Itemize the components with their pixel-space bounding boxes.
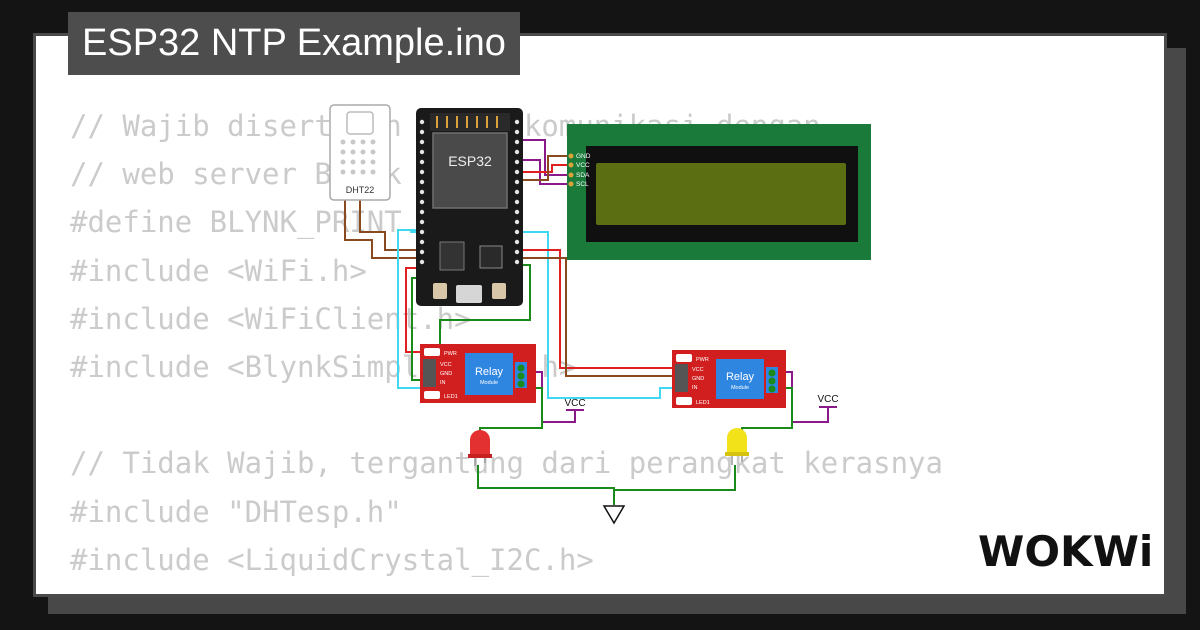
wire-led2-gnd	[614, 465, 736, 491]
led-red[interactable]	[468, 430, 492, 466]
wire-led1-gnd	[477, 465, 615, 505]
relay-module-1[interactable]: PWR LED1 VCC GND IN Relay Module	[420, 344, 536, 403]
code-line: // Tidak Wajib, tergantung dari perangka…	[70, 446, 943, 481]
project-title: ESP32 NTP Example.ino	[68, 12, 520, 75]
lcd-pin-sda: SDA	[576, 172, 590, 179]
vcc-symbol-2: VCC	[817, 394, 839, 422]
relay1-label: Relay	[475, 366, 504, 378]
relay1-pwr-label: PWR	[444, 351, 457, 357]
relay2-pin-vcc: VCC	[692, 367, 704, 373]
wire-lcd-vcc	[522, 164, 570, 173]
relay2-pwr-label: PWR	[696, 357, 709, 363]
vcc-label: VCC	[817, 394, 838, 405]
code-line: #include <LiquidCrystal_I2C.h>	[70, 542, 594, 577]
wire-lcd-gnd	[522, 155, 570, 181]
ground-icon	[602, 505, 626, 525]
esp32-board[interactable]: ESP32	[416, 108, 523, 306]
code-line: #include "DHTesp.h"	[70, 494, 402, 529]
lcd-pin-vcc: VCC	[576, 162, 590, 169]
relay2-sublabel: Module	[731, 385, 749, 391]
relay2-label: Relay	[726, 371, 755, 383]
code-line: #include <WiFiClient.h>	[70, 301, 472, 336]
code-line: #include <WiFi.h>	[70, 253, 367, 288]
dht-label: DHT22	[346, 185, 375, 195]
vcc-symbol-1: VCC	[564, 398, 586, 422]
wire-relay1-gnd	[411, 277, 422, 381]
vcc-label: VCC	[564, 398, 585, 409]
relay2-pin-gnd: GND	[692, 376, 704, 382]
relay1-pin-gnd: GND	[440, 371, 452, 377]
lcd-display[interactable]: GND VCC SDA SCL	[567, 124, 871, 260]
wire-dht-vcc	[359, 200, 418, 251]
esp32-label: ESP32	[448, 153, 492, 169]
relay1-led-label: LED1	[444, 394, 458, 400]
logo-text: WOKWi	[978, 528, 1150, 574]
wire-relay-gnd	[439, 264, 531, 360]
led-yellow[interactable]	[725, 428, 749, 465]
wire-relay1-in	[397, 229, 422, 389]
relay1-pin-in: IN	[440, 380, 446, 386]
relay1-pin-vcc: VCC	[440, 362, 452, 368]
wire-relay2-vcc	[522, 249, 675, 369]
relay-module-2[interactable]: PWR LED1 VCC GND IN Relay Module	[672, 350, 786, 408]
lcd-pin-gnd: GND	[576, 153, 591, 160]
relay1-sublabel: Module	[480, 380, 498, 386]
wire-relay2-gnd-b	[522, 257, 675, 377]
lcd-pin-scl: SCL	[576, 181, 589, 188]
relay2-led-label: LED1	[696, 400, 710, 406]
wire-relay2-in	[410, 231, 675, 399]
wire-lcd-sda	[522, 139, 570, 176]
relay2-pin-in: IN	[692, 385, 698, 391]
dht22-sensor[interactable]: DHT22	[329, 104, 391, 201]
wire-dht-data	[344, 200, 418, 259]
wokwi-logo: WOKWi	[978, 528, 1150, 574]
